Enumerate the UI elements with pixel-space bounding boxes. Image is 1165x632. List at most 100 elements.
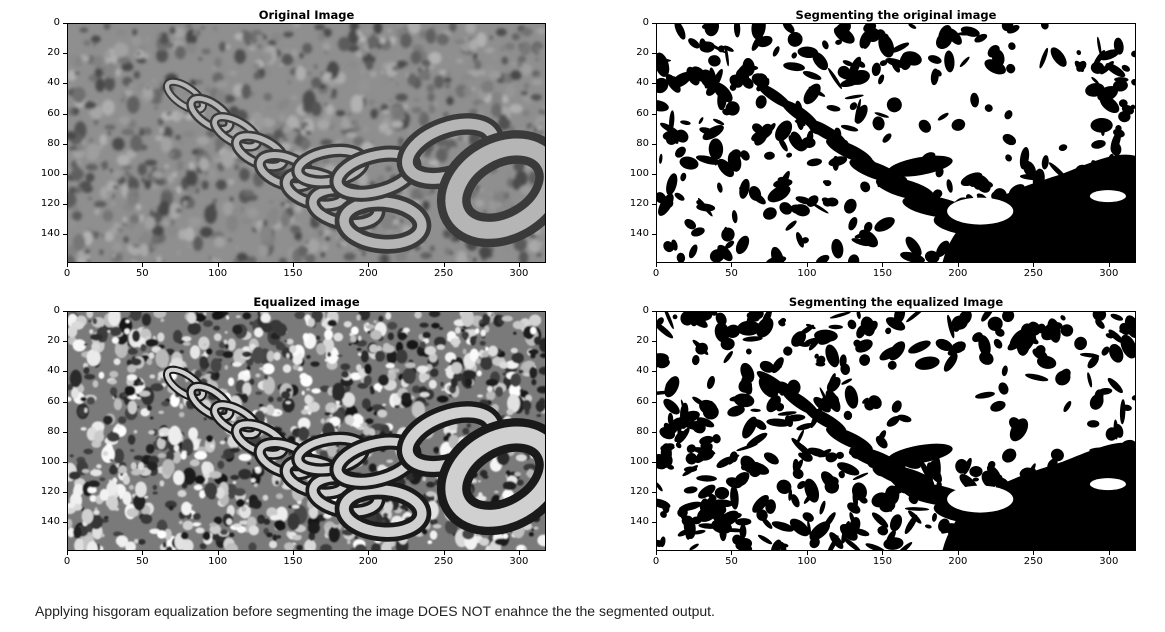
x-tick-label: 200 [358, 268, 378, 279]
y-tick-mark [63, 401, 67, 403]
y-tick-mark [652, 143, 656, 145]
x-tick-mark [882, 551, 884, 555]
y-tick-label: 140 [629, 228, 649, 240]
x-tick-label: 200 [948, 556, 968, 567]
y-tick-label: 60 [47, 395, 60, 407]
y-tick-mark [652, 371, 656, 373]
original-image [68, 24, 545, 262]
x-tick-mark [142, 551, 144, 555]
x-tick-label: 50 [725, 556, 738, 567]
y-tick-mark [652, 23, 656, 24]
x-tick-mark [518, 551, 520, 555]
x-tick-mark [656, 263, 657, 267]
y-tick-label: 140 [40, 228, 60, 240]
y-tick-label: 0 [53, 305, 60, 316]
x-tick-mark [368, 263, 370, 267]
segmented-equalized-plot [656, 311, 1136, 551]
y-tick-mark [652, 492, 656, 494]
x-tick-label: 150 [283, 268, 303, 279]
y-tick-label: 20 [47, 335, 60, 347]
x-tick-label: 100 [208, 556, 228, 567]
x-tick-mark [217, 551, 219, 555]
x-tick-label: 100 [797, 556, 817, 567]
y-tick-label: 100 [629, 455, 649, 467]
y-tick-mark [652, 461, 656, 463]
y-tick-label: 120 [629, 198, 649, 210]
x-tick-label: 300 [1099, 556, 1119, 567]
y-tick-label: 80 [636, 137, 649, 149]
x-tick-mark [731, 551, 733, 555]
y-tick-mark [652, 113, 656, 115]
x-tick-label: 0 [63, 268, 71, 279]
panel-title: Equalized image [253, 295, 360, 309]
output-caption: Applying hisgoram equalization before se… [35, 603, 715, 619]
equalized-image-plot [67, 311, 546, 551]
x-tick-mark [957, 551, 959, 555]
x-tick-mark [1033, 263, 1035, 267]
x-tick-label: 250 [434, 268, 454, 279]
y-tick-mark [63, 234, 67, 236]
segmented-original-plot [656, 23, 1136, 263]
y-tick-label: 40 [47, 77, 60, 89]
y-tick-mark [63, 173, 67, 175]
x-tick-mark [957, 263, 959, 267]
x-tick-label: 0 [63, 556, 71, 567]
x-tick-label: 50 [135, 268, 149, 279]
y-tick-mark [652, 522, 656, 524]
x-tick-label: 300 [509, 268, 529, 279]
x-tick-label: 300 [509, 556, 529, 567]
x-tick-mark [67, 263, 68, 267]
y-tick-mark [652, 341, 656, 343]
x-tick-mark [443, 263, 445, 267]
y-tick-label: 60 [47, 107, 60, 119]
x-tick-label: 50 [135, 556, 149, 567]
original-image-plot [67, 23, 546, 263]
x-tick-mark [1108, 551, 1110, 555]
y-tick-label: 0 [53, 17, 60, 28]
x-tick-label: 250 [434, 556, 454, 567]
y-tick-label: 140 [629, 516, 649, 528]
y-tick-mark [63, 204, 67, 206]
x-tick-label: 100 [208, 268, 228, 279]
y-tick-mark [652, 83, 656, 85]
x-tick-label: 250 [1023, 268, 1043, 279]
x-tick-label: 200 [358, 556, 378, 567]
y-tick-label: 0 [642, 17, 649, 28]
y-tick-mark [652, 401, 656, 403]
y-tick-label: 120 [40, 198, 60, 210]
y-tick-label: 0 [642, 305, 649, 316]
x-tick-label: 300 [1099, 268, 1119, 279]
y-tick-label: 20 [47, 47, 60, 59]
y-tick-label: 100 [629, 167, 649, 179]
y-tick-mark [652, 234, 656, 236]
y-tick-label: 120 [629, 486, 649, 498]
panel-title: Original Image [258, 8, 355, 22]
x-tick-mark [882, 263, 884, 267]
x-tick-label: 150 [283, 556, 303, 567]
y-tick-label: 60 [636, 395, 649, 407]
x-tick-label: 0 [652, 268, 660, 279]
y-tick-mark [63, 143, 67, 145]
segmented-original-image [657, 24, 1135, 262]
y-tick-label: 40 [47, 365, 60, 377]
x-tick-label: 150 [872, 268, 892, 279]
y-tick-label: 40 [636, 77, 649, 89]
x-tick-label: 200 [948, 268, 968, 279]
y-tick-label: 20 [636, 47, 649, 59]
segmented-equalized-image [657, 312, 1135, 550]
y-tick-mark [63, 113, 67, 115]
x-tick-mark [1108, 263, 1110, 267]
x-tick-mark [656, 551, 657, 555]
panel-title: Segmenting the original image [795, 8, 997, 22]
y-tick-mark [63, 311, 67, 312]
y-tick-mark [63, 341, 67, 343]
x-tick-mark [731, 263, 733, 267]
x-tick-mark [142, 263, 144, 267]
y-tick-mark [652, 204, 656, 206]
y-tick-mark [63, 492, 67, 494]
y-tick-label: 80 [636, 425, 649, 437]
y-tick-label: 60 [636, 107, 649, 119]
y-tick-label: 120 [40, 486, 60, 498]
y-tick-mark [652, 173, 656, 175]
x-tick-mark [67, 551, 68, 555]
